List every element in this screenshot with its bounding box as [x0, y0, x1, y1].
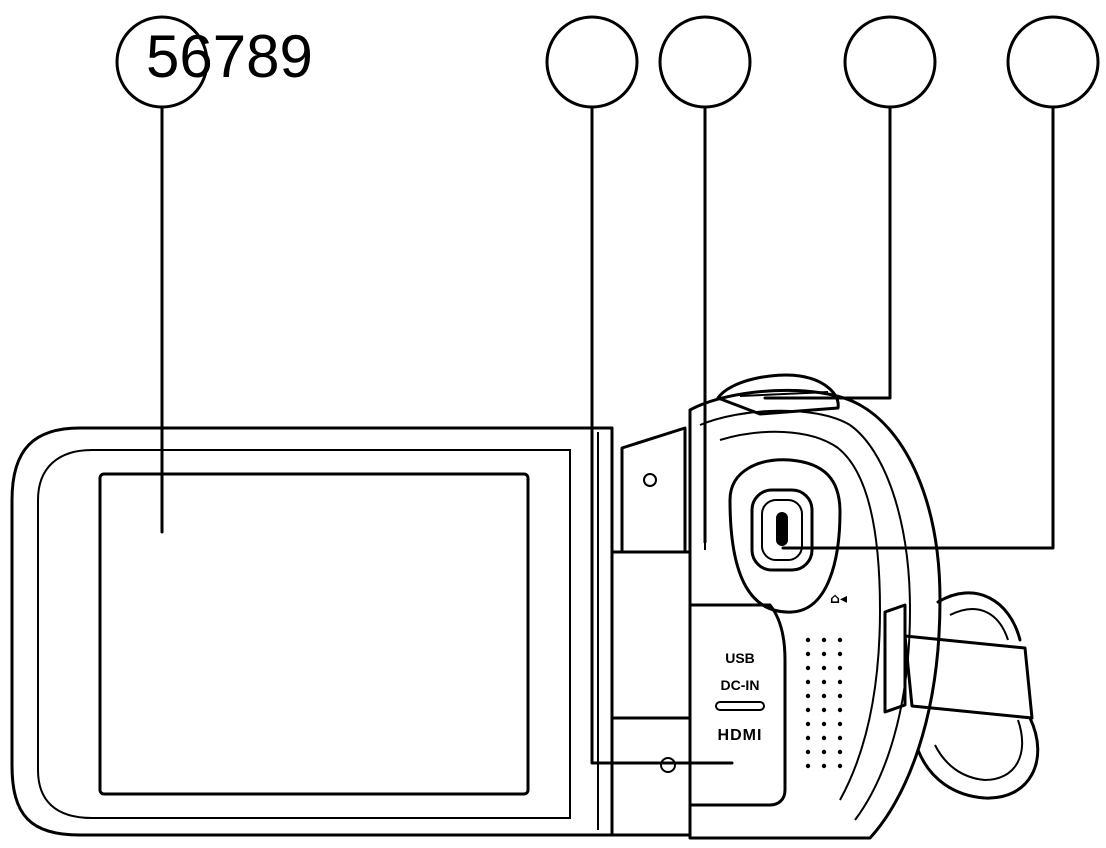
speaker-grille-dot [805, 707, 811, 713]
record-button-inner [761, 499, 803, 561]
speaker-grille [805, 637, 843, 769]
speaker-grille-dot [805, 735, 811, 741]
leader-lines [160, 105, 1055, 765]
dc-in-port-label: DC-IN [721, 677, 760, 693]
speaker-grille-dot [837, 637, 843, 643]
callout-number-label: 56789 [146, 23, 313, 90]
hand-strap-band [903, 634, 1034, 720]
hinge-middle [610, 550, 692, 720]
speaker-grille-dot [837, 707, 843, 713]
hinge-lower [610, 716, 692, 837]
leader-line-zoom [763, 105, 892, 400]
record-button-assembly: ⌂◂ [728, 458, 847, 614]
record-button-slot[interactable] [776, 512, 788, 546]
hand-strap [883, 591, 1040, 800]
hand-strap-loop-inner [934, 608, 1024, 782]
record-dial-outer [728, 458, 842, 614]
camera-body [688, 388, 942, 840]
callout-circle-3 [658, 15, 752, 109]
camera-body-outline [688, 388, 942, 840]
speaker-grille-dot [805, 651, 811, 657]
speaker-grille-dot [821, 707, 827, 713]
speaker-grille-dot [837, 651, 843, 657]
leader-line-ports [590, 105, 734, 765]
speaker-grille-dot [821, 763, 827, 769]
hinge-upper [620, 426, 687, 554]
callout-circle-5 [1006, 15, 1100, 109]
port-cover[interactable]: USB DC-IN HDMI [688, 603, 787, 807]
speaker-grille-dot [805, 665, 811, 671]
lcd-panel-inner-bezel [37, 449, 571, 819]
video-mode-icon: ⌂◂ [830, 591, 847, 607]
dc-in-port-slot [715, 701, 765, 711]
hinge-screw-lower-icon [660, 757, 676, 773]
lcd-panel-outer-frame [10, 426, 614, 837]
speaker-grille-dot [805, 693, 811, 699]
speaker-grille-dot [805, 749, 811, 755]
zoom-lever-body [716, 373, 840, 416]
speaker-grille-dot [821, 665, 827, 671]
speaker-grille-dot [837, 721, 843, 727]
speaker-grille-dot [821, 679, 827, 685]
speaker-grille-dot [837, 763, 843, 769]
speaker-grille-dot [821, 637, 827, 643]
speaker-grille-dot [837, 679, 843, 685]
hinge [610, 426, 692, 837]
speaker-grille-dot [837, 735, 843, 741]
callout-circle-4 [843, 15, 937, 109]
camera-body-back-contour [719, 430, 882, 801]
callout-circle-2 [545, 15, 639, 109]
leader-line-record-button [781, 105, 1055, 550]
speaker-grille-dot [821, 749, 827, 755]
speaker-grille-dot [821, 651, 827, 657]
hand-strap-mount [883, 603, 907, 714]
speaker-grille-dot [805, 679, 811, 685]
record-button-frame [750, 488, 814, 572]
zoom-lever-ridge [739, 391, 829, 397]
port-cover-outline[interactable] [688, 603, 787, 807]
hdmi-port-label: HDMI [718, 727, 763, 744]
speaker-grille-dot [837, 749, 843, 755]
speaker-grille-dot [837, 665, 843, 671]
camera-body-inner-contour [699, 409, 912, 821]
speaker-grille-dot [837, 693, 843, 699]
speaker-grille-dot [805, 763, 811, 769]
hinge-screw-icon [643, 473, 657, 487]
usb-port-label: USB [725, 650, 755, 666]
speaker-grille-dot [821, 735, 827, 741]
speaker-grille-dot [821, 693, 827, 699]
lcd-screen [98, 472, 530, 796]
hand-strap-loop [916, 591, 1040, 800]
speaker-grille-dot [805, 721, 811, 727]
speaker-grille-dot [805, 637, 811, 643]
speaker-grille-dot [821, 721, 827, 727]
zoom-lever [716, 373, 840, 416]
lcd-panel [10, 426, 614, 837]
